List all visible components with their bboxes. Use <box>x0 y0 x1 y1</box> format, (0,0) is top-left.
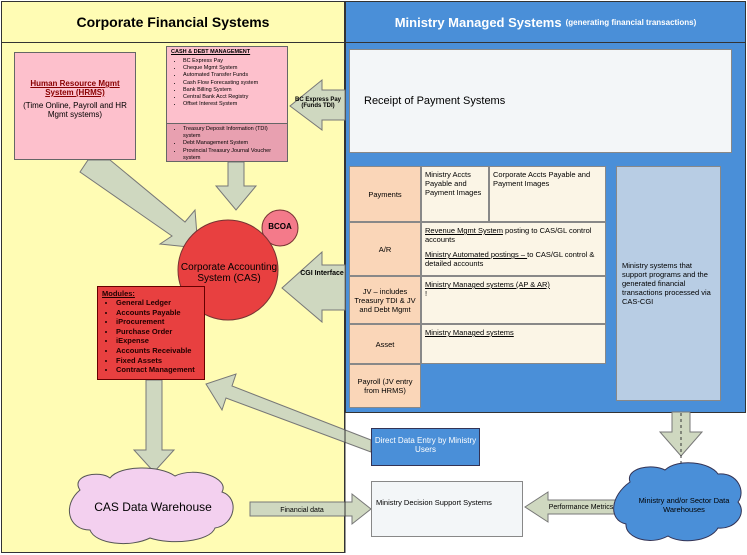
ar-automated: Ministry Automated postings – to CAS/GL … <box>425 250 602 268</box>
modules-box: Modules: General Ledger Accounts Payable… <box>97 286 205 380</box>
bcoa-circle <box>261 209 299 247</box>
module-item: iExpense <box>116 336 200 346</box>
direct-entry-text: Direct Data Entry by Ministry Users <box>374 436 477 454</box>
module-item: Accounts Receivable <box>116 346 200 356</box>
payroll-label: Payroll (JV entry from HRMS) <box>349 364 421 408</box>
cash-lower-item: Provincial Treasury Journal Voucher syst… <box>183 148 283 162</box>
financial-data-label: Financial data <box>280 507 324 514</box>
arrow-cgi <box>281 250 346 324</box>
sector-cloud <box>613 462 742 542</box>
ministry-support-box: Ministry systems that support programs a… <box>616 166 721 401</box>
corporate-title: Corporate Financial Systems <box>76 14 270 30</box>
cash-item: Bank Billing System <box>183 87 283 94</box>
jv-label: JV – includes Treasury TDI & JV and Debt… <box>349 276 421 324</box>
cash-item: Central Bank Acct Registry <box>183 94 283 101</box>
ministry-title: Ministry Managed Systems <box>394 14 562 30</box>
arrow-cas-warehouse <box>132 379 176 473</box>
ministry-subtitle: (generating financial transactions) <box>565 17 697 27</box>
cash-item: Automated Transfer Funds <box>183 72 283 79</box>
hrms-box: Human Resource Mgmt System (HRMS) (Time … <box>14 52 136 160</box>
arrow-receipt-cash <box>289 78 346 131</box>
sector-wh-label: Ministry and/or Sector Data Warehouses <box>638 496 730 514</box>
ar-automated-text: to CAS/GL control & detailed accounts <box>425 250 595 268</box>
ar-revenue-text: posting to CAS/GL control accounts <box>425 226 592 244</box>
jv-details: Ministry Managed systems (AP & AR) ! <box>421 276 606 324</box>
cash-item: Cash Flow Forecasting system <box>183 80 283 87</box>
module-item: iProcurement <box>116 317 200 327</box>
direct-entry-box: Direct Data Entry by Ministry Users <box>371 428 480 466</box>
bcoa-label: BCOA <box>268 222 292 231</box>
arrow-cash-cas <box>214 161 258 211</box>
cgi-label: CGI Interface <box>300 270 344 277</box>
warehouse-cloud <box>69 467 234 544</box>
payments-ministry: Ministry Accts Payable and Payment Image… <box>421 166 489 222</box>
ar-label: A/R <box>349 222 421 276</box>
modules-title: Modules: <box>102 289 135 298</box>
payments-corporate: Corporate Accts Payable and Payment Imag… <box>489 166 606 222</box>
dss-box: Ministry Decision Support Systems <box>371 481 523 537</box>
cash-lower: Treasury Deposit Information (TDI) syste… <box>167 123 287 161</box>
jv-ministry-systems: Ministry Managed systems (AP & AR) <box>425 280 550 289</box>
cas-title: Corporate Accounting System (CAS) <box>180 262 278 284</box>
module-item: Accounts Payable <box>116 308 200 318</box>
arrow-financial-data <box>249 492 372 526</box>
arrow-direct-modules <box>205 373 372 453</box>
cash-debt-title: CASH & DEBT MANAGEMENT <box>171 49 251 55</box>
ministry-header: Ministry Managed Systems(generating fina… <box>345 1 746 43</box>
payments-label: Payments <box>349 166 421 222</box>
ar-details: Revenue Mgmt System posting to CAS/GL co… <box>421 222 606 276</box>
cash-lower-item: Debt Management System <box>183 140 283 147</box>
bc-express-label: BC Express Pay (Funds TDI) <box>294 97 342 109</box>
dss-text: Ministry Decision Support Systems <box>376 498 492 507</box>
cash-item: BC Express Pay <box>183 58 283 65</box>
ar-revenue: Revenue Mgmt System posting to CAS/GL co… <box>425 226 602 244</box>
asset-label: Asset <box>349 324 421 364</box>
hrms-title: Human Resource Mgmt System (HRMS) <box>30 79 120 97</box>
warehouse-label: CAS Data Warehouse <box>94 500 212 514</box>
ar-revenue-link: Revenue Mgmt System <box>425 226 503 235</box>
cash-item: Offset Interest System <box>183 101 283 108</box>
arrow-hrms-cas <box>79 159 199 249</box>
hrms-desc: (Time Online, Payroll and HR Mgmt system… <box>23 101 127 119</box>
module-item: Contract Management <box>116 365 200 375</box>
module-item: Fixed Assets <box>116 356 200 366</box>
cash-item: Cheque Mgmt System <box>183 65 283 72</box>
module-item: General Ledger <box>116 298 200 308</box>
corporate-header: Corporate Financial Systems <box>1 1 345 43</box>
jv-mark: ! <box>425 289 428 298</box>
asset-ministry-systems: Ministry Managed systems <box>425 328 514 337</box>
asset-details: Ministry Managed systems <box>421 324 606 364</box>
ar-automated-link: Ministry Automated postings – <box>425 250 528 259</box>
performance-label: Performance Metrics <box>548 504 614 511</box>
module-item: Purchase Order <box>116 327 200 337</box>
receipt-box: Receipt of Payment Systems <box>349 49 732 153</box>
cash-debt-box: CASH & DEBT MANAGEMENT BC Express Pay Ch… <box>166 46 288 162</box>
receipt-label: Receipt of Payment Systems <box>364 95 506 107</box>
cash-lower-item: Treasury Deposit Information (TDI) syste… <box>183 126 283 140</box>
ministry-support-text: Ministry systems that support programs a… <box>622 261 711 306</box>
